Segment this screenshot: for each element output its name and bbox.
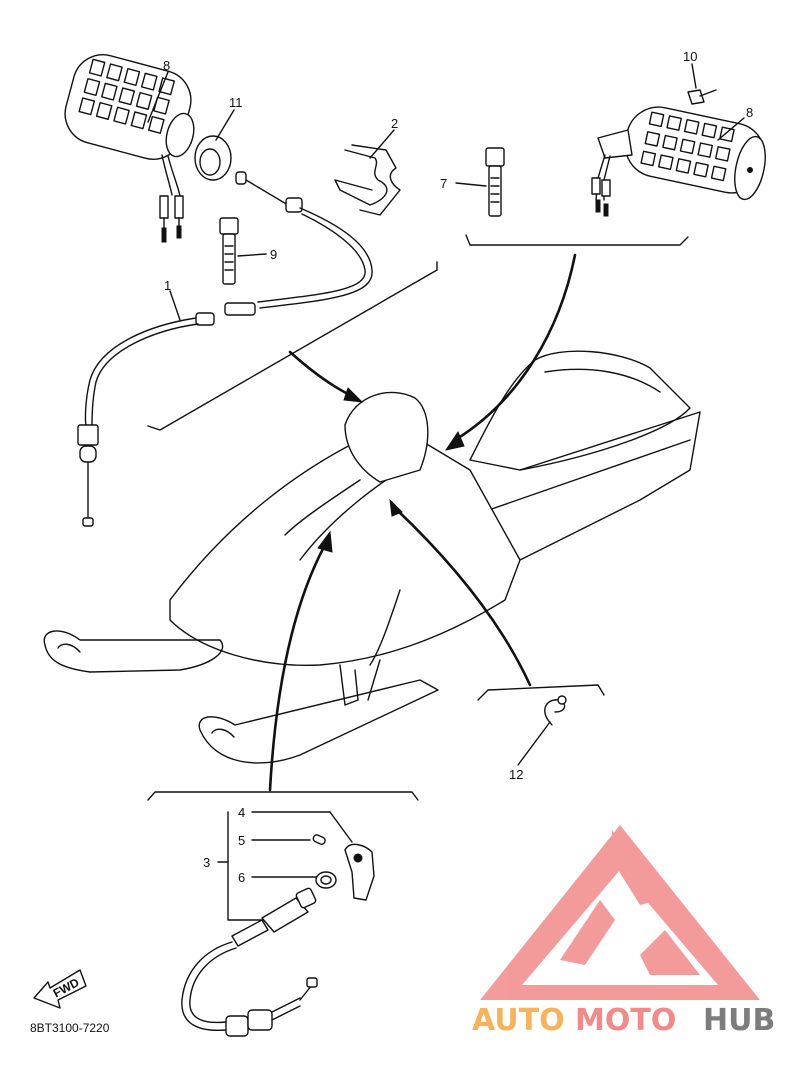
wire-clip — [334, 144, 401, 216]
drawing-code: 8BT3100-7220 — [30, 1021, 110, 1035]
part-label-5: 5 — [238, 833, 245, 848]
part-label-1: 1 — [164, 278, 171, 293]
watermark-moto: MOTO — [575, 1003, 676, 1038]
watermark-logo — [480, 825, 760, 1000]
part-label-4: 4 — [238, 805, 245, 820]
forward-arrow: FWD — [33, 969, 87, 1009]
screw — [687, 89, 717, 105]
watermark-hub: HUB — [703, 1003, 775, 1038]
hose-clip — [544, 695, 567, 726]
part-label-10: 10 — [683, 49, 697, 64]
watermark-text: AUTO MOTO HUB — [472, 1003, 775, 1038]
callout-brackets — [147, 234, 689, 801]
throttle-cable — [77, 171, 373, 527]
part-label-9: 9 — [270, 247, 277, 262]
cable-tie-7 — [485, 147, 505, 217]
part-label-12: 12 — [509, 767, 523, 782]
stop-switch-assembly — [181, 811, 375, 1037]
grip-left — [64, 54, 195, 243]
watermark-auto: AUTO — [472, 1003, 565, 1038]
part-label-6: 6 — [238, 870, 245, 885]
part-number-labels: 8 11 2 7 9 1 10 8 12 4 5 3 6 — [163, 49, 753, 885]
cable-tie-9 — [219, 217, 239, 285]
snowmobile-illustration — [43, 350, 701, 764]
collar-ring — [194, 135, 232, 181]
part-label-8-left: 8 — [163, 58, 170, 73]
label-leaders — [147, 63, 745, 766]
part-label-3: 3 — [203, 855, 210, 870]
grip-right — [591, 106, 766, 217]
part-label-7: 7 — [440, 176, 447, 191]
part-label-11: 11 — [229, 95, 243, 110]
part-label-2: 2 — [391, 116, 398, 131]
leader-arrows — [268, 253, 577, 792]
part-label-8-right: 8 — [746, 105, 753, 120]
